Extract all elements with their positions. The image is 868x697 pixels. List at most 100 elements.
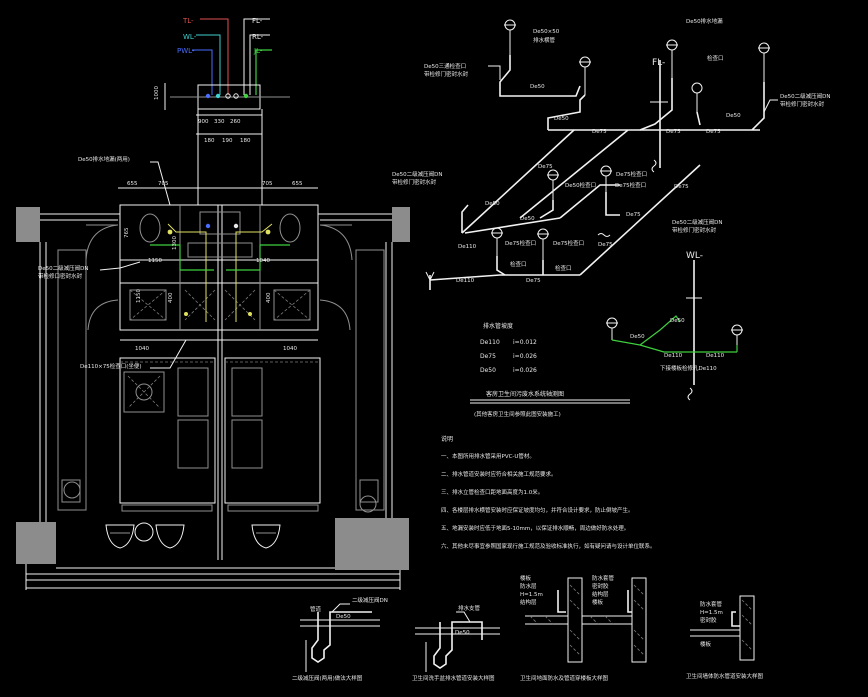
detail-2-note: 排水支管 bbox=[458, 604, 481, 612]
floor-plan: 655 705 705 655 bbox=[16, 155, 410, 590]
detail-4-label-4: 楼板 bbox=[700, 640, 712, 648]
iso-pipe-f: De50 bbox=[726, 113, 741, 119]
tl-label: TL- bbox=[182, 17, 194, 25]
notes-heading: 说明 bbox=[441, 435, 453, 443]
iso-note-e: De75检查口 bbox=[616, 170, 647, 178]
note-6: 六、其他未尽事宜参照国家现行施工规范及验收标准执行，如有疑问请与设计单位联系。 bbox=[441, 542, 656, 550]
pwl-pipe bbox=[192, 49, 213, 95]
riser-dim-h1: 900 bbox=[198, 119, 209, 125]
dim-1040-right: 1040 bbox=[283, 346, 297, 352]
iso-pipe-n: De75 bbox=[526, 278, 541, 284]
iso-pipe-b: De75 bbox=[592, 129, 607, 135]
detail-4-title: 卫生间墙体防水管道安装大样图 bbox=[686, 672, 764, 680]
riser-shaft: 1000 900 330 260 180 190 180 bbox=[154, 83, 290, 205]
note-5: 五、地漏安装时应低于地面5-10mm，以保证排水顺畅，周边做好防水处理。 bbox=[441, 524, 629, 532]
iso-pipe-a: De50 bbox=[530, 84, 545, 90]
iso-note-2: De50三通检查口 bbox=[424, 62, 466, 70]
top-dim-4: 655 bbox=[292, 181, 303, 187]
dim-400b: 400 bbox=[266, 292, 272, 303]
column-top-right bbox=[392, 207, 410, 242]
iso-wl-note: 下接楼板检修孔De110 bbox=[660, 364, 717, 372]
note-2: 二、排水管道安装时应符合相关施工规范要求。 bbox=[441, 470, 557, 478]
detail-1-title: 二级减压阀(两用)做法大样图 bbox=[292, 674, 363, 682]
detail-3-title: 卫生间地面防水及管道穿楼板大样图 bbox=[520, 674, 609, 682]
iso-pipe-d: De75 bbox=[666, 129, 681, 135]
iso-pipe-g: De75 bbox=[538, 164, 553, 170]
note-1: 一、本图所用排水管采用PVC-U管材。 bbox=[441, 452, 535, 460]
top-dim-2: 705 bbox=[158, 181, 169, 187]
top-dim-3: 705 bbox=[262, 181, 273, 187]
notes-block: 说明 一、本图所用排水管采用PVC-U管材。 二、排水管道安装时应符合相关施工规… bbox=[441, 435, 656, 550]
iso-note-g: 检查口 bbox=[510, 260, 527, 268]
dim-1040-left: 1040 bbox=[135, 346, 149, 352]
iso-note-1: De50×50 bbox=[533, 29, 560, 35]
iso-pipe-o: De110 bbox=[456, 278, 475, 284]
iso-pipe-c: De50 bbox=[554, 116, 569, 122]
iso-pipe-e: De75 bbox=[706, 129, 721, 135]
slope-row-1-pipe: De110 bbox=[480, 339, 500, 346]
iso-note-1b: 排水横管 bbox=[533, 36, 556, 44]
iso-note-c: De75检查口 bbox=[505, 239, 536, 247]
detail-4-label-1: 防水套管 bbox=[700, 600, 723, 608]
detail-1-note: 二级减压阀DN bbox=[352, 596, 388, 604]
iso-note-5b: 带检修门密封水封 bbox=[392, 178, 437, 186]
plan-note-de50-left2: 带检修口密封水封 bbox=[38, 272, 83, 280]
iso-note-4: De50二级减压阀DN bbox=[780, 92, 830, 100]
iso-pipe-q: De50 bbox=[670, 318, 685, 324]
jl-pipe bbox=[255, 49, 272, 95]
detail-3-label-1: 楼板 bbox=[520, 574, 532, 582]
tl-pipe bbox=[200, 18, 229, 95]
slope-table: 排水管坡度 De110 i=0.012 De75 i=0.026 De50 i=… bbox=[480, 322, 537, 374]
detail-3-label-3: H=1.5m bbox=[520, 592, 543, 598]
iso-pipe-l: De75 bbox=[626, 212, 641, 218]
note-4: 四、各楼层排水横管安装时应保证坡度均匀，并符合设计要求，防止倒坡产生。 bbox=[441, 506, 634, 514]
iso-pipe-j: De110 bbox=[458, 244, 477, 250]
detail-3-label-4: 结构层 bbox=[520, 598, 537, 606]
diagram-subtitle: (其他客房卫生间参照此图安装施工) bbox=[474, 410, 561, 418]
riser-dim-v: 1000 bbox=[154, 86, 160, 100]
detail-4-label-2: H=1.5m bbox=[700, 610, 723, 616]
dim-1150: 1150 bbox=[136, 289, 142, 303]
column-bottom-right bbox=[335, 518, 409, 570]
riser-dim-h5: 190 bbox=[222, 138, 233, 144]
riser-dim-h6: 180 bbox=[240, 138, 251, 144]
detail-2-pipe: De50 bbox=[455, 630, 470, 636]
iso-pipe-m: De75 bbox=[598, 242, 613, 248]
iso-pipe-k: De75 bbox=[674, 184, 689, 190]
diagram-title-block: 客房卫生间污废水系统轴测图 (其他客房卫生间参照此图安装施工) bbox=[470, 390, 630, 418]
iso-pipe-r: De110 bbox=[664, 353, 683, 359]
iso-note-6: De50二级减压阀DN bbox=[672, 218, 722, 226]
slope-row-2-slope: i=0.026 bbox=[513, 353, 537, 360]
iso-note-6b: 带检修门密封水封 bbox=[672, 226, 717, 234]
dim-400a: 400 bbox=[168, 292, 174, 303]
column-top-left bbox=[16, 207, 40, 242]
iso-note-3b: 检查口 bbox=[707, 54, 724, 62]
dim-1300: 1300 bbox=[172, 236, 178, 250]
slope-table-title: 排水管坡度 bbox=[483, 322, 513, 330]
jl-label: JL- bbox=[253, 47, 263, 55]
detail-1-label: 管道 bbox=[310, 605, 322, 613]
slope-row-3-slope: i=0.026 bbox=[513, 367, 537, 374]
detail-2-title: 卫生间洗手盆排水管道安装大样图 bbox=[412, 674, 495, 682]
detail-2: 排水支管 De50 卫生间洗手盆排水管道安装大样图 bbox=[412, 604, 500, 682]
iso-note-b: De75检查口 bbox=[615, 181, 646, 189]
iso-note-5: De50二级减压阀DN bbox=[392, 170, 442, 178]
note-3: 三、排水立管检查口距地面高度为1.0米。 bbox=[441, 488, 543, 496]
dim-1040c: 1040 bbox=[256, 258, 270, 264]
iso-wl-label: WL- bbox=[686, 251, 703, 261]
dim-1150b: 1150 bbox=[148, 258, 162, 264]
top-dim-1: 655 bbox=[127, 181, 138, 187]
wl-label: WL- bbox=[183, 33, 197, 41]
iso-fl-label: FL- bbox=[652, 58, 665, 68]
fl-pipe bbox=[243, 18, 270, 95]
riser-header: TL- WL- PWL- FL- RL- JL- bbox=[177, 17, 272, 95]
iso-note-h: 检查口 bbox=[555, 264, 572, 272]
wl-pipe bbox=[196, 34, 221, 95]
detail-3: 楼板 防水层 H=1.5m 结构层 防水套管 密封胶 结构层 楼板 卫生间地面防… bbox=[520, 574, 647, 682]
riser-dim-h3: 260 bbox=[230, 119, 241, 125]
riser-dim-h2: 330 bbox=[214, 119, 225, 125]
slope-row-2-pipe: De75 bbox=[480, 353, 496, 360]
slope-row-1-slope: i=0.012 bbox=[513, 339, 537, 346]
iso-pipe-i: De50 bbox=[520, 216, 535, 222]
